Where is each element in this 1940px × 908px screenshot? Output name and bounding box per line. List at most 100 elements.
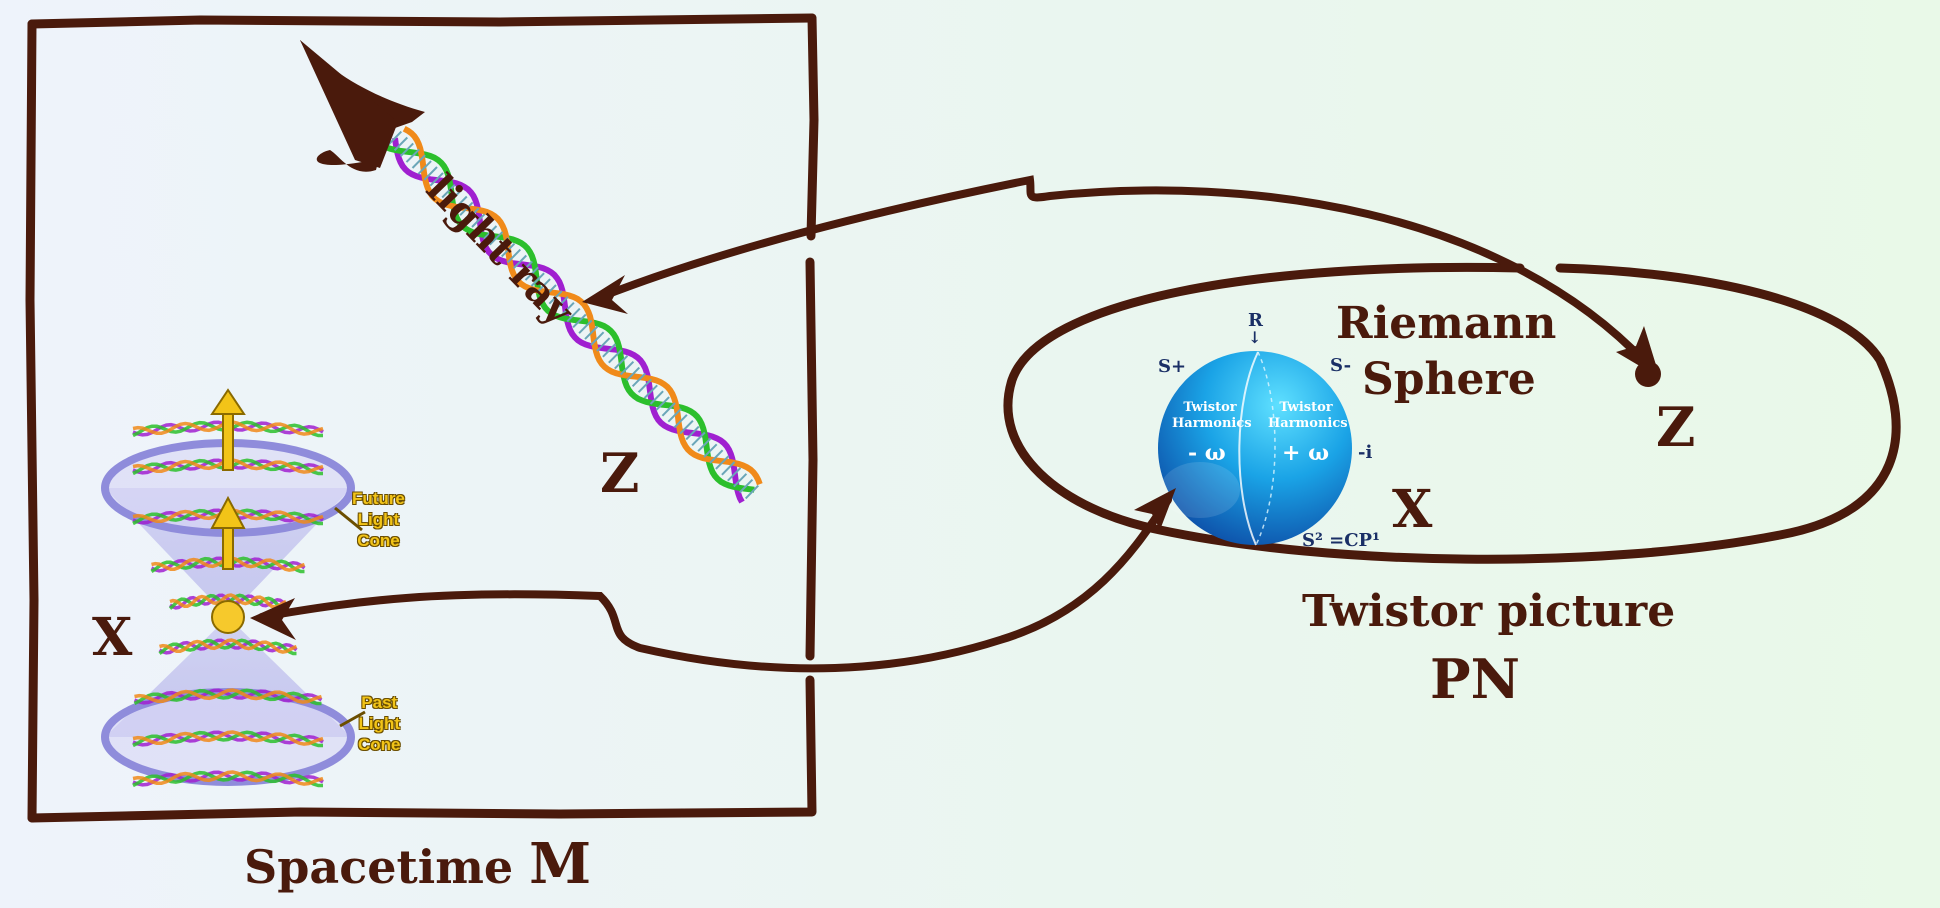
light-ray-rung bbox=[637, 378, 652, 393]
light-ray-rung bbox=[471, 213, 486, 228]
future-light-cone-label: Future Light Cone bbox=[352, 489, 405, 550]
light-ray-rung bbox=[530, 272, 545, 287]
light-ray-rung bbox=[715, 455, 730, 470]
light-ray-rung bbox=[489, 231, 504, 246]
light-ray-rung bbox=[399, 142, 414, 157]
light-ray-rung bbox=[560, 301, 575, 317]
light-ray-rung bbox=[584, 325, 599, 340]
spacetime-point-z: Z bbox=[600, 441, 640, 505]
cone-helix-band bbox=[134, 688, 322, 704]
cone-helix-band bbox=[132, 730, 324, 746]
light-ray-rung bbox=[518, 260, 533, 275]
light-ray-rung bbox=[619, 360, 635, 376]
light-ray-rung bbox=[572, 313, 587, 329]
light-ray-rung bbox=[649, 390, 664, 405]
light-ray-rung bbox=[673, 414, 688, 429]
sphere-cp1-label: S² =CP¹ bbox=[1302, 530, 1380, 551]
light-ray-rung bbox=[459, 201, 474, 216]
light-ray-rung bbox=[721, 461, 736, 476]
light-ray-helix bbox=[384, 126, 763, 504]
light-ray-rung bbox=[631, 372, 647, 388]
cone-helix-band bbox=[158, 638, 297, 656]
spacetime-title-symbol: M bbox=[529, 831, 592, 897]
spacetime-point-x: X bbox=[92, 607, 133, 668]
spacetime-frame bbox=[25, 13, 819, 823]
cone-helix-band bbox=[169, 593, 287, 609]
twistor-point-z bbox=[1635, 361, 1661, 387]
cone-helix-band bbox=[133, 688, 322, 706]
light-ray-rung bbox=[554, 296, 569, 311]
riemann-sphere bbox=[1158, 351, 1352, 546]
light-ray-rung bbox=[655, 396, 670, 411]
light-ray-rung bbox=[429, 172, 444, 187]
light-ray-rung bbox=[411, 154, 426, 169]
light-ray-rung bbox=[667, 408, 682, 423]
cone-helix-band bbox=[132, 770, 324, 786]
light-ray-rung bbox=[679, 419, 694, 435]
spacetime-title-word: Spacetime bbox=[244, 840, 514, 894]
sphere-r-arrow: ↓ bbox=[1248, 328, 1262, 347]
light-ray-rung bbox=[596, 337, 611, 352]
cone-helix-band bbox=[132, 770, 324, 787]
cone-helix-band bbox=[158, 638, 298, 655]
light-ray-rung bbox=[703, 443, 718, 458]
light-ray-rung bbox=[483, 225, 498, 240]
light-ray-rung bbox=[500, 242, 516, 258]
cone-helix-band bbox=[132, 770, 323, 788]
light-ray-rung bbox=[405, 148, 420, 163]
twistor-point-x-label: X bbox=[1392, 479, 1433, 540]
light-ray-rung bbox=[566, 307, 581, 323]
light-ray-rung bbox=[661, 402, 676, 417]
light-ray-rung bbox=[441, 183, 456, 199]
twistor-subtitle: PN bbox=[1430, 647, 1520, 711]
light-ray-rung bbox=[495, 237, 510, 252]
connector-z bbox=[594, 175, 1649, 366]
light-ray-rung bbox=[506, 248, 522, 264]
twistor-ellipse bbox=[1003, 262, 1901, 564]
light-ray-strand bbox=[402, 126, 763, 486]
light-ray-rung bbox=[608, 349, 623, 364]
connector-x-arrow-right bbox=[1134, 488, 1176, 530]
light-ray-rung bbox=[738, 478, 754, 494]
light-ray-rung bbox=[393, 136, 409, 152]
light-ray-rung bbox=[548, 290, 563, 305]
riemann-sphere-label: Riemann Sphere bbox=[1336, 298, 1557, 405]
light-ray-rung bbox=[697, 437, 712, 452]
sphere-plus-omega: + ω bbox=[1282, 440, 1330, 466]
light-ray-rung bbox=[477, 219, 492, 234]
cone-helix-band bbox=[159, 638, 298, 654]
light-ray-rung bbox=[727, 467, 742, 482]
twistor-point-z-label: Z bbox=[1656, 395, 1696, 459]
light-ray-rung bbox=[524, 266, 539, 281]
sphere-minus-omega: - ω bbox=[1188, 440, 1226, 466]
light-ray-rung bbox=[744, 484, 760, 500]
light-ray-rung bbox=[423, 166, 438, 181]
light-ray-rung bbox=[590, 331, 605, 346]
light-ray-rung bbox=[685, 425, 700, 441]
light-ray-rung bbox=[542, 284, 557, 299]
light-ray-rung bbox=[602, 343, 617, 358]
light-ray-rung bbox=[536, 278, 551, 293]
sphere-right-harmonics: Twistor Harmonics bbox=[1268, 400, 1348, 431]
light-ray-rung bbox=[625, 366, 641, 382]
light-ray-rung bbox=[691, 431, 706, 447]
sphere-s-plus: S+ bbox=[1158, 356, 1187, 377]
light-ray-rung bbox=[447, 189, 462, 205]
light-ray-rung bbox=[709, 449, 724, 464]
past-light-cone-label: Past Light Cone bbox=[358, 693, 401, 754]
light-ray-rung bbox=[614, 355, 629, 370]
light-ray-rung bbox=[512, 254, 528, 270]
light-ray-rung bbox=[578, 319, 593, 334]
cone-helix-band bbox=[169, 593, 288, 610]
sphere-left-harmonics: Twistor Harmonics bbox=[1172, 400, 1252, 431]
light-ray-rung bbox=[387, 130, 403, 146]
light-ray-rung bbox=[733, 473, 748, 488]
cone-leaders bbox=[334, 506, 366, 728]
light-ray-rung bbox=[465, 207, 480, 222]
cone-helix-band bbox=[132, 730, 324, 747]
cone-helix-band bbox=[132, 730, 323, 748]
light-ray-rung bbox=[417, 160, 432, 175]
sphere-s-minus: S- bbox=[1330, 355, 1352, 376]
